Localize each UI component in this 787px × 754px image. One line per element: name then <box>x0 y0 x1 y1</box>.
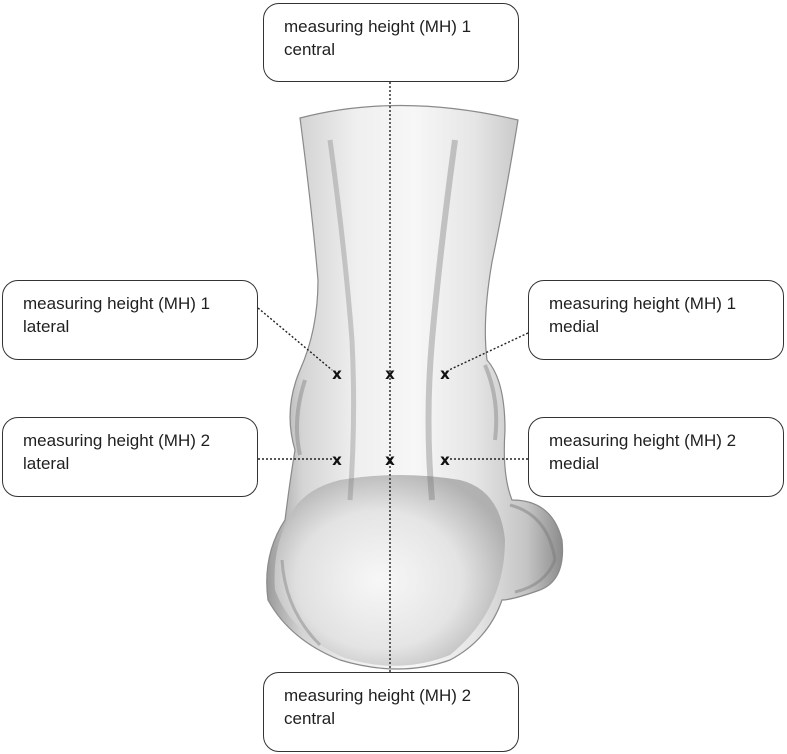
achilles-shadow-right <box>425 139 458 501</box>
label-mh2-medial-line2: medial <box>549 454 600 473</box>
label-mh2-lateral-line2: lateral <box>23 454 70 473</box>
label-mh1-lateral-line2: lateral <box>23 317 70 336</box>
label-mh1-central-line2: central <box>284 40 336 59</box>
label-mh1-medial-line2: medial <box>549 317 600 336</box>
marker-mh1-lateral: x <box>332 365 342 383</box>
label-mh2-central-line1: measuring height (MH) 2 <box>284 686 472 705</box>
label-mh2-medial-line1: measuring height (MH) 2 <box>549 431 737 450</box>
marker-mh2-medial: x <box>440 451 450 469</box>
foot-medial-shadow <box>509 503 557 594</box>
label-mh1-lateral: measuring height (MH) 1 lateral <box>2 280 258 360</box>
label-mh1-lateral-line1: measuring height (MH) 1 <box>23 294 211 313</box>
label-mh1-central-line1: measuring height (MH) 1 <box>284 17 472 36</box>
achilles-shadow-left <box>327 139 357 501</box>
marker-mh2-lateral: x <box>332 451 342 469</box>
malleolus-lateral-shadow <box>295 379 307 456</box>
label-mh2-lateral: measuring height (MH) 2 lateral <box>2 417 258 497</box>
label-mh2-lateral-line1: measuring height (MH) 2 <box>23 431 211 450</box>
heel-lateral-shadow <box>280 559 322 647</box>
label-mh1-medial-line1: measuring height (MH) 1 <box>549 294 737 313</box>
label-mh1-central: measuring height (MH) 1 central <box>263 3 519 82</box>
malleolus-medial-shadow <box>483 364 499 441</box>
label-mh2-central-line2: central <box>284 709 336 728</box>
marker-mh1-central: x <box>385 365 395 383</box>
leader-mh1-lateral <box>257 307 333 371</box>
label-mh1-medial: measuring height (MH) 1 medial <box>528 280 784 360</box>
leader-mh1-medial <box>448 332 529 371</box>
marker-mh2-central: x <box>385 451 395 469</box>
label-mh2-medial: measuring height (MH) 2 medial <box>528 417 784 497</box>
label-mh2-central: measuring height (MH) 2 central <box>263 672 519 752</box>
marker-mh1-medial: x <box>440 365 450 383</box>
